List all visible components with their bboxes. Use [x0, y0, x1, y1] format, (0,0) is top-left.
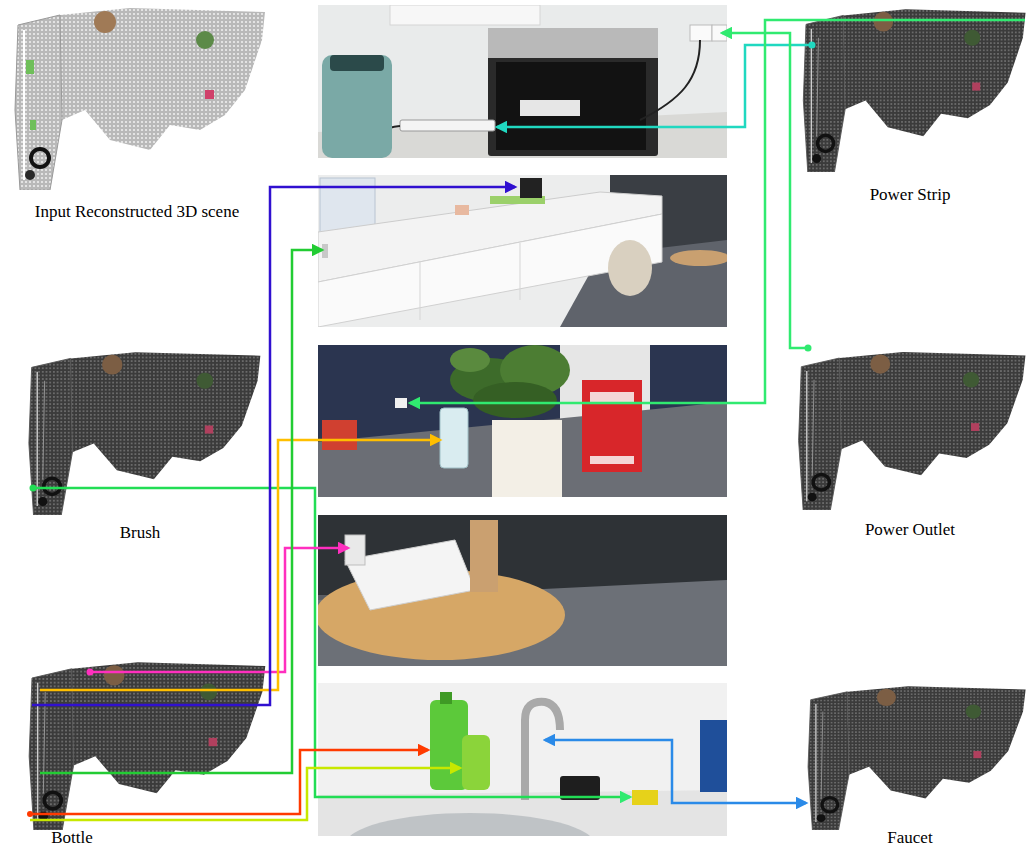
photo-microwave-part: [520, 100, 580, 116]
point-cloud-thumbnails-part: [803, 9, 1025, 172]
photo-plant-part: [318, 345, 727, 497]
photo-microwave-part: [496, 62, 646, 150]
scene-caption: Input Reconstructed 3D scene: [33, 202, 241, 222]
caption-text: Power Outlet: [865, 520, 955, 540]
photo-sink-part: [440, 692, 452, 704]
photo-counter-part: [420, 262, 421, 320]
caption-text: Power Strip: [870, 185, 951, 205]
photo-microwave-part: [640, 40, 700, 120]
photo-microwave-part: [690, 25, 712, 41]
caption-text: Bottle: [51, 828, 93, 848]
scene-caption: Power Strip: [868, 185, 953, 205]
photo-plant-part: [473, 382, 557, 418]
photo-sink-part: [632, 790, 658, 805]
photo-plant-part: [450, 348, 490, 372]
caption-text: Brush: [120, 523, 161, 543]
pointer-arrows-part: [30, 768, 460, 820]
photo-plant-part: [395, 398, 407, 408]
point-cloud-thumbnails-part: [808, 686, 1026, 830]
scene-caption: Bottle: [49, 828, 95, 848]
photo-counter-part: [322, 244, 328, 258]
scene-caption: Power Outlet: [863, 520, 957, 540]
point-cloud-thumbnails-part: [799, 352, 1026, 510]
caption-text: Faucet: [887, 828, 932, 848]
photo-sink-part: [525, 702, 560, 800]
anchor-dots-part: [809, 42, 816, 49]
pointer-arrows-part: [40, 250, 322, 773]
photo-microwave-part: [322, 55, 392, 158]
photo-counter: [318, 175, 727, 327]
photo-microwave-part: [330, 55, 384, 71]
scene-caption: Brush: [118, 523, 163, 543]
photo-counter-part: [455, 205, 469, 215]
photo-counter-part: [670, 250, 727, 266]
photo-counter-part: [520, 243, 521, 300]
caption-text: Input Reconstructed 3D scene: [35, 202, 239, 222]
photo-plant-part: [590, 456, 634, 464]
photo-counter-part: [520, 178, 542, 198]
scene-caption: Faucet: [885, 828, 934, 848]
photo-counter-part: [318, 175, 727, 327]
pointer-arrows: [30, 20, 1025, 820]
photo-sink: [318, 683, 727, 836]
photo-table-part: [345, 535, 365, 565]
photo-counter-part: [608, 240, 652, 296]
photo-microwave: [318, 5, 727, 158]
photo-plant-part: [322, 420, 357, 450]
photo-plant-part: [440, 408, 468, 468]
anchor-dots-part: [805, 345, 812, 352]
anchor-dots-part: [30, 485, 37, 492]
pointer-arrows-part: [545, 740, 806, 803]
pointer-arrows-part: [410, 20, 1025, 403]
photo-microwave-part: [400, 120, 495, 131]
photo-sink-part: [462, 735, 490, 790]
photo-counter-part: [318, 214, 662, 327]
pointer-arrows-part: [32, 187, 515, 705]
photo-plant-part: [492, 420, 562, 497]
photo-plant-part: [590, 392, 634, 402]
point-cloud-thumbnails-part: [29, 352, 260, 515]
pointer-arrows-part: [722, 33, 808, 348]
photo-microwave-part: [488, 28, 658, 156]
photo-sink-part: [345, 813, 595, 836]
pointer-arrows-part: [40, 440, 440, 690]
anchor-dots-part: [87, 669, 94, 676]
photo-microwave-part: [390, 5, 540, 25]
photo-plant: [318, 345, 727, 497]
anchor-dots: [27, 42, 816, 818]
photo-table-part: [470, 520, 498, 592]
photo-table: [318, 515, 727, 666]
point-cloud-thumbnails-part: [29, 662, 265, 830]
anchor-dots-part: [27, 811, 33, 817]
photo-sink-part: [700, 720, 727, 792]
photo-plant-part: [582, 380, 642, 472]
photo-microwave-part: [318, 5, 727, 158]
photo-microwave-part: [488, 28, 658, 58]
pointer-arrows-part: [90, 548, 348, 672]
point-cloud-thumbnails-part: [15, 8, 265, 190]
photo-sink-part: [318, 683, 727, 836]
pointer-arrows-part: [30, 750, 428, 814]
